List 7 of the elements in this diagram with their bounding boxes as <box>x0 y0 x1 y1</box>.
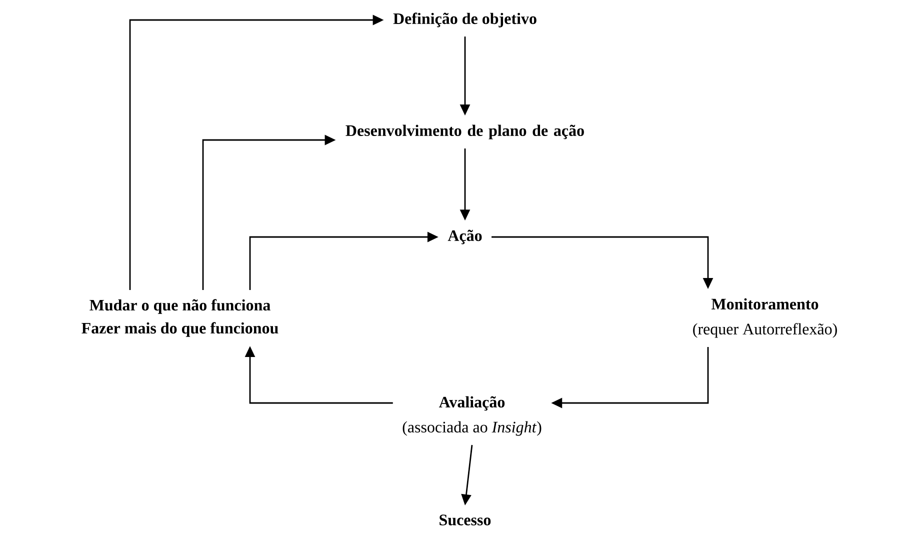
flow-text: Definição de objetivo <box>393 12 536 28</box>
flow-text: Avaliação (associada ao Insight) <box>402 396 542 436</box>
flow-text: Mudar o que não funciona Fazer mais do que funcionou <box>82 299 278 337</box>
flow-text: Sucesso <box>440 514 491 526</box>
flow-text: Ação <box>448 230 482 244</box>
flow-text: Monitoramento (requer Autorreflexão) <box>693 298 837 338</box>
flow-text: Desenvolvimento de plano de ação <box>346 124 584 140</box>
